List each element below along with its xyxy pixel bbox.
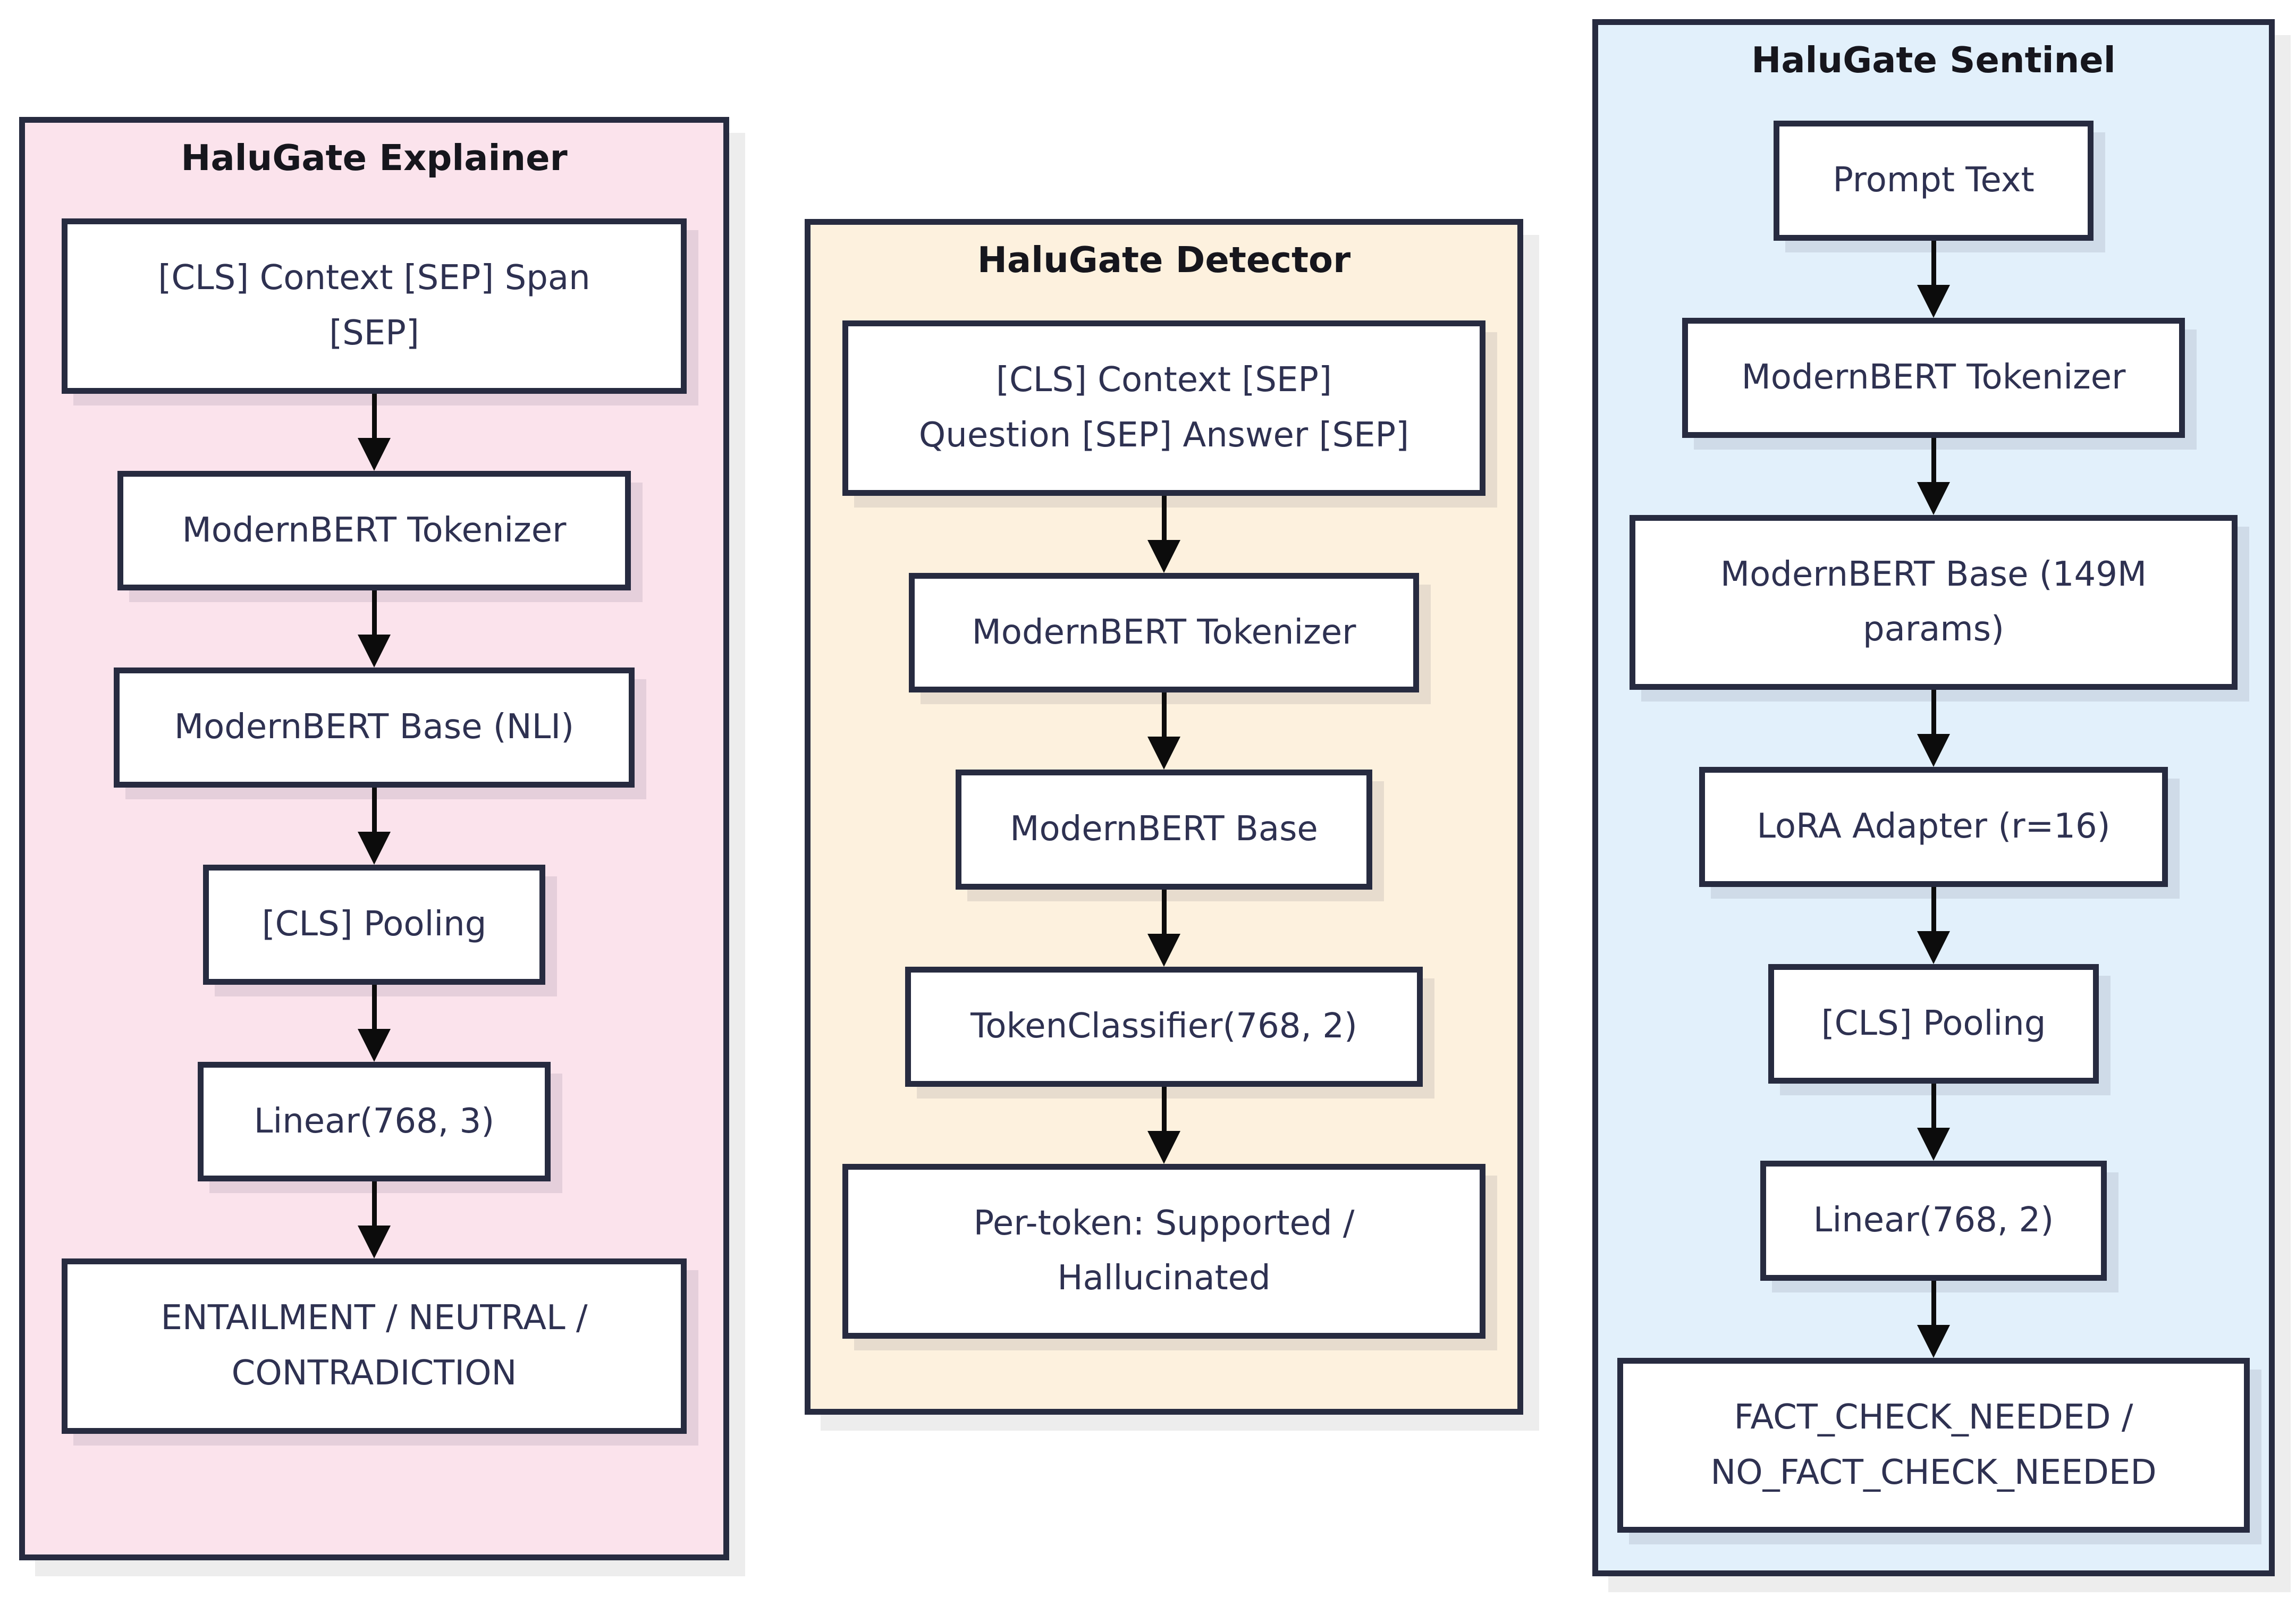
node-modernbert-base-nli: ModernBERT Base (NLI): [114, 667, 635, 788]
arrow-head: [1147, 934, 1180, 967]
arrow-head: [1917, 481, 1950, 515]
arrow-head: [1147, 1130, 1180, 1164]
panel-title-detector: HaluGate Detector: [977, 239, 1351, 281]
down-arrow-icon: [358, 1181, 391, 1259]
down-arrow-icon: [358, 984, 391, 1062]
down-arrow-icon: [1147, 495, 1180, 573]
arrow-head: [1917, 285, 1950, 318]
node-lora-adapter: LoRA Adapter (r=16): [1699, 767, 2168, 887]
down-arrow-icon: [1147, 890, 1180, 967]
arrow-head: [1147, 737, 1180, 770]
arrow-stem: [372, 984, 377, 1029]
arrow-stem: [1161, 1086, 1167, 1131]
arrow-head: [1147, 539, 1180, 573]
arrow-stem: [1931, 241, 1936, 285]
panel-title-explainer: HaluGate Explainer: [181, 137, 568, 179]
node-linear-768-2: Linear(768, 2): [1760, 1161, 2107, 1281]
down-arrow-icon: [1147, 1086, 1180, 1164]
arrow-stem: [372, 1181, 377, 1226]
down-arrow-icon: [1917, 241, 1950, 318]
node-modernbert-base-149m: ModernBERT Base (149M params): [1630, 514, 2238, 690]
arrow-stem: [1931, 437, 1936, 482]
node-input-context-span: [CLS] Context [SEP] Span [SEP]: [62, 218, 687, 394]
node-modernbert-tokenizer: ModernBERT Tokenizer: [1682, 318, 2185, 438]
node-output-per-token: Per-token: Supported / Hallucinated: [842, 1163, 1485, 1339]
node-output-nli-labels: ENTAILMENT / NEUTRAL / CONTRADICTION: [62, 1258, 687, 1434]
arrow-stem: [1161, 890, 1167, 934]
down-arrow-icon: [1917, 690, 1950, 767]
node-modernbert-tokenizer: ModernBERT Tokenizer: [909, 572, 1419, 693]
arrow-head: [1917, 931, 1950, 964]
arrow-stem: [1931, 690, 1936, 734]
down-arrow-icon: [1917, 1281, 1950, 1358]
arrow-head: [358, 1226, 391, 1259]
down-arrow-icon: [358, 788, 391, 865]
arrow-stem: [372, 393, 377, 438]
arrow-head: [358, 437, 391, 471]
node-modernbert-base: ModernBERT Base: [956, 770, 1372, 890]
arrow-stem: [372, 590, 377, 635]
down-arrow-icon: [1917, 1084, 1950, 1161]
node-input-prompt-text: Prompt Text: [1774, 121, 2094, 241]
down-arrow-icon: [358, 393, 391, 471]
arrow-stem: [1161, 495, 1167, 540]
arrow-stem: [1161, 692, 1167, 737]
node-cls-pooling: [CLS] Pooling: [203, 865, 545, 985]
arrow-head: [1917, 1128, 1950, 1161]
arrow-stem: [1931, 1281, 1936, 1325]
node-linear-768-3: Linear(768, 3): [198, 1061, 551, 1182]
node-modernbert-tokenizer: ModernBERT Tokenizer: [117, 470, 631, 591]
panel-title-sentinel: HaluGate Sentinel: [1751, 39, 2116, 81]
down-arrow-icon: [358, 590, 391, 668]
arrow-head: [1917, 1325, 1950, 1358]
down-arrow-icon: [1917, 437, 1950, 515]
arrow-head: [358, 832, 391, 865]
arrow-head: [1917, 734, 1950, 767]
panel-halugate-detector: HaluGate Detector [CLS] Context [SEP] Qu…: [805, 219, 1523, 1415]
down-arrow-icon: [1147, 692, 1180, 770]
down-arrow-icon: [1917, 886, 1950, 964]
arrow-stem: [372, 788, 377, 832]
arrow-head: [358, 635, 391, 668]
panel-halugate-sentinel: HaluGate Sentinel Prompt Text ModernBERT…: [1592, 19, 2275, 1576]
arrow-head: [358, 1028, 391, 1062]
node-cls-pooling: [CLS] Pooling: [1768, 964, 2099, 1084]
arrow-stem: [1931, 1084, 1936, 1128]
node-token-classifier: TokenClassifier(768, 2): [905, 967, 1423, 1087]
panel-halugate-explainer: HaluGate Explainer [CLS] Context [SEP] S…: [19, 117, 729, 1560]
arrow-stem: [1931, 886, 1936, 931]
node-output-fact-check: FACT_CHECK_NEEDED / NO_FACT_CHECK_NEEDED: [1617, 1358, 2250, 1533]
node-input-context-question-answer: [CLS] Context [SEP] Question [SEP] Answe…: [842, 320, 1485, 496]
